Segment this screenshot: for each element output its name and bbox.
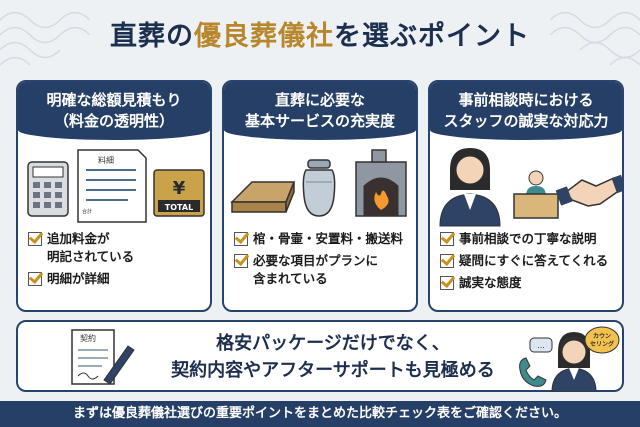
- contract-label: 契約: [80, 333, 96, 343]
- total-label: TOTAL: [165, 203, 193, 212]
- checklist: 棺・骨壷・安置料・搬送料 必要な項目がプランに含まれている: [224, 228, 416, 294]
- check-item: 必要な項目がプランに含まれている: [234, 252, 406, 288]
- title-part2: を選ぶポイント: [334, 21, 530, 52]
- check-item: 誠実な態度: [440, 274, 612, 292]
- urn-icon: [302, 159, 336, 217]
- footer-banner: まずは優良葬儀社選びの重要ポイントをまとめた比較チェック表をご確認ください。: [0, 401, 640, 427]
- page-title: 直葬の優良葬儀社を選ぶポイント: [0, 14, 640, 53]
- checkbox-icon: [234, 254, 248, 268]
- check-item: 棺・骨壷・安置料・搬送料: [234, 230, 406, 248]
- reception-desk-icon: [513, 170, 559, 219]
- checkbox-icon: [234, 232, 248, 246]
- bottom-message-line2: 契約内容やアフターサポートも見極める: [171, 360, 495, 381]
- bottom-message-line1: 格安パッケージだけでなく、: [216, 333, 450, 354]
- invoice-title: 料細: [98, 155, 114, 165]
- wave-pattern-right: [549, 11, 640, 66]
- checkbox-icon: [28, 272, 42, 286]
- bubble-line2: セリング: [590, 340, 614, 348]
- check-text-line2: 含まれている: [253, 271, 328, 286]
- bottom-advice-box: 契約 格安パッケージだけでなく、 契約内容やアフターサポートも見極める ... …: [16, 320, 624, 392]
- card-heading-line2: スタッフの誠実な対応力: [443, 112, 609, 130]
- contract-pen-icon: 契約: [71, 329, 135, 385]
- card-heading-line2: 基本サービスの充実度: [244, 112, 395, 130]
- title-highlight: 優良葬儀社: [194, 21, 334, 52]
- check-item: 明細が詳細: [28, 270, 200, 288]
- card-heading: 直葬に必要な 基本サービスの充実度: [224, 82, 416, 140]
- card-heading-line1: 明確な総額見積もり: [46, 91, 182, 109]
- counseling-bubble: カウン セリング: [584, 326, 620, 354]
- bubble-line1: カウン: [593, 332, 611, 340]
- card-heading-line2: （料金の透明性）: [53, 112, 174, 130]
- calculator-icon: [27, 161, 69, 217]
- handshake-icon: [555, 174, 622, 207]
- bottom-message: 格安パッケージだけでなく、 契約内容やアフターサポートも見極める: [138, 330, 528, 384]
- card-illustration: [430, 140, 622, 228]
- wave-pattern-left: [0, 11, 91, 66]
- check-text: 棺・骨壷・安置料・搬送料: [253, 231, 404, 246]
- card-heading: 事前相談時における スタッフの誠実な対応力: [430, 82, 622, 140]
- chat-dots: ...: [537, 341, 545, 350]
- check-text: 疑問にすぐに答えてくれる: [459, 253, 609, 268]
- check-text: 明細が詳細: [47, 271, 110, 286]
- card-heading-line1: 直葬に必要な: [274, 91, 365, 109]
- coffin-icon: [230, 181, 296, 213]
- yen-total-icon: [153, 169, 205, 217]
- card-staff-support: 事前相談時における スタッフの誠実な対応力: [428, 80, 624, 312]
- checkbox-icon: [440, 254, 454, 268]
- counselor-headset-icon: [551, 332, 597, 392]
- title-part1: 直葬の: [110, 21, 194, 52]
- card-heading: 明確な総額見積もり （料金の透明性）: [18, 82, 210, 140]
- card-illustration: 料細 合計 ¥ TOTAL: [18, 140, 210, 228]
- invoice-total-label: 合計: [82, 208, 92, 215]
- checkbox-icon: [440, 276, 454, 290]
- counselor-illustration: ... カウン セリング: [519, 326, 620, 392]
- invoice-icon: [77, 149, 147, 223]
- card-illustration: [224, 140, 416, 228]
- check-text: 必要な項目がプランに: [253, 253, 379, 268]
- check-text: 誠実な態度: [459, 275, 522, 290]
- check-text-line2: 明記されている: [47, 249, 135, 264]
- checklist: 事前相談での丁寧な説明 疑問にすぐに答えてくれる 誠実な態度: [430, 228, 622, 298]
- checkbox-icon: [28, 232, 42, 246]
- card-basic-services: 直葬に必要な 基本サービスの充実度: [222, 80, 418, 312]
- chat-bubble-icon: ...: [529, 337, 553, 353]
- check-item: 事前相談での丁寧な説明: [440, 230, 612, 248]
- card-price-estimate: 明確な総額見積もり （料金の透明性） 料細: [16, 80, 212, 312]
- yen-symbol: ¥: [173, 178, 186, 199]
- checklist: 追加料金が明記されている 明細が詳細: [18, 228, 210, 294]
- card-heading-line1: 事前相談時における: [458, 91, 594, 109]
- check-item: 追加料金が明記されている: [28, 230, 200, 266]
- cremation-furnace-icon: [355, 149, 407, 217]
- check-text: 追加料金が: [47, 231, 110, 246]
- check-item: 疑問にすぐに答えてくれる: [440, 252, 612, 270]
- staff-woman-icon: [439, 148, 501, 227]
- check-text: 事前相談での丁寧な説明: [459, 231, 597, 246]
- checkbox-icon: [440, 232, 454, 246]
- points-cards: 明確な総額見積もり （料金の透明性） 料細: [16, 80, 624, 312]
- phone-icon: [519, 357, 547, 387]
